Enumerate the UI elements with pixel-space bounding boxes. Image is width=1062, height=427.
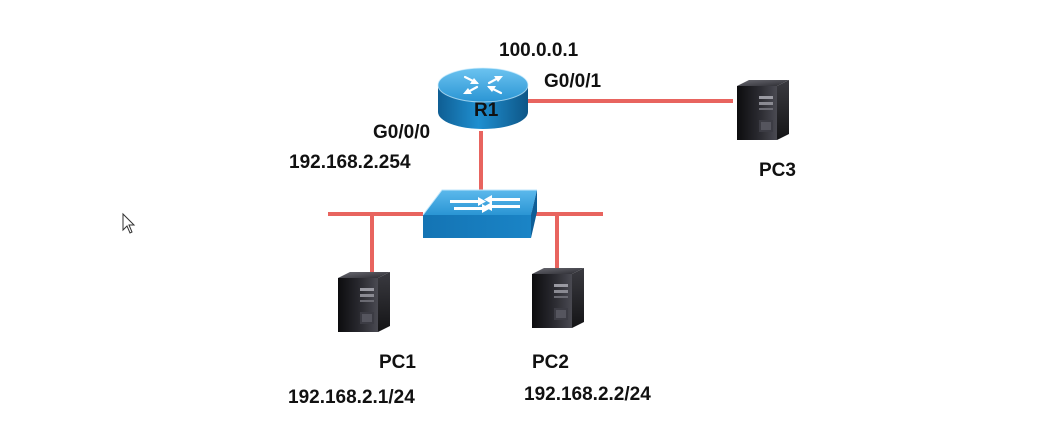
router-lan-port: G0/0/0 — [373, 122, 431, 143]
pc1-icon — [338, 272, 390, 332]
router-r1-icon — [437, 67, 529, 129]
pc2-icon — [532, 268, 584, 328]
pc3-label: PC3 — [759, 160, 796, 181]
pc1-label: PC1 — [379, 352, 416, 373]
router-wan-ip: 100.0.0.1 — [499, 40, 579, 61]
mouse-pointer-icon — [122, 212, 136, 234]
pc3-icon — [737, 80, 789, 140]
pc2-ip: 192.168.2.2/24 — [524, 384, 651, 405]
router-name: R1 — [474, 100, 499, 121]
switch-icon — [422, 189, 537, 238]
pc1-ip: 192.168.2.1/24 — [288, 387, 415, 408]
router-lan-ip: 192.168.2.254 — [289, 152, 411, 173]
links — [328, 99, 733, 275]
router-wan-port: G0/0/1 — [544, 71, 602, 92]
pc2-label: PC2 — [532, 352, 569, 373]
